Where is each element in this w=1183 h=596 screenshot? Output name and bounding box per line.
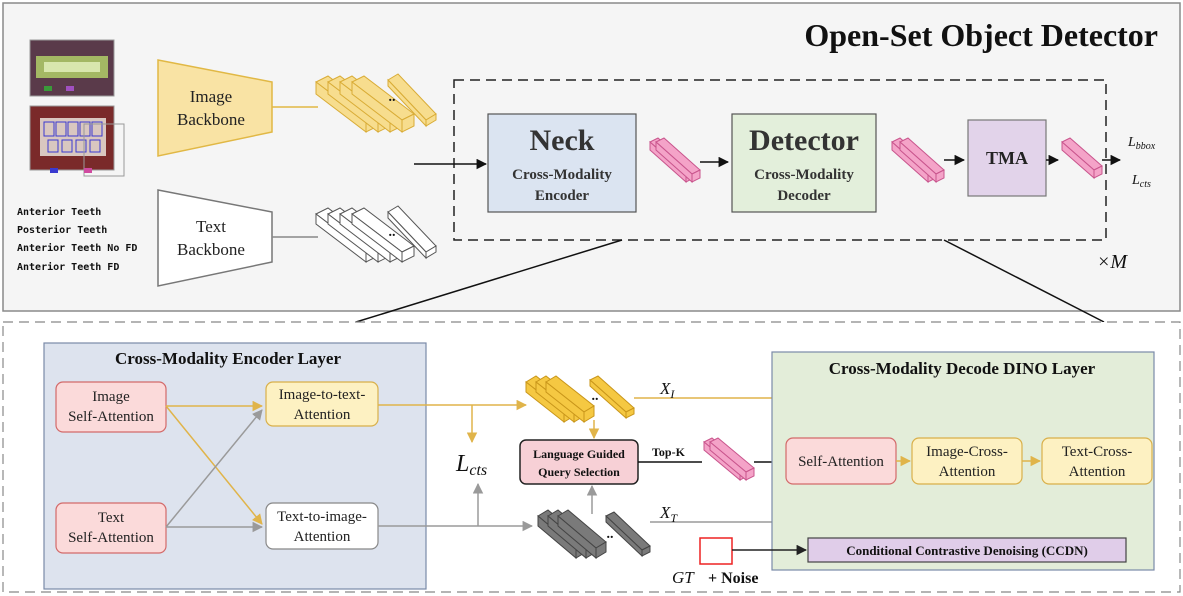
text-cross-2: Attention xyxy=(1069,464,1126,480)
neck-sub-1: Cross-Modality xyxy=(512,167,612,183)
loss-cts-top: Lcts xyxy=(1131,173,1151,190)
detector-sub-2: Decoder xyxy=(777,188,831,204)
query-feature-stack-bottom xyxy=(703,437,755,482)
image-to-text-2: Attention xyxy=(294,407,351,423)
query-feature-single xyxy=(1061,137,1103,180)
text-backbone xyxy=(157,189,273,287)
image-cross-1: Image-Cross- xyxy=(926,444,1008,460)
decoder-layer-title: Cross-Modality Decode DINO Layer xyxy=(829,359,1096,378)
text-self-attention-1: Text xyxy=(98,510,125,526)
lgqs-label-2: Query Selection xyxy=(538,465,620,479)
repeat-label: ×M xyxy=(1097,251,1128,273)
neck-box xyxy=(487,113,637,213)
text-backbone-label-2: Backbone xyxy=(177,240,245,259)
lgqs-label-1: Language Guided xyxy=(533,447,625,461)
x-i-label: XI xyxy=(659,379,675,401)
image-backbone-label-1: Image xyxy=(190,87,232,106)
text-prompt-1: Posterior Teeth xyxy=(17,224,107,236)
image-self-attention-1: Image xyxy=(92,389,130,405)
image-backbone-label-2: Backbone xyxy=(177,110,245,129)
repeat-block xyxy=(453,79,1107,241)
loss-cts-bottom: Lcts xyxy=(455,451,487,479)
encoder-layer-title: Cross-Modality Encoder Layer xyxy=(115,349,341,368)
gt-box xyxy=(699,537,733,565)
noise-label: + Noise xyxy=(708,570,758,587)
detector-box xyxy=(731,113,877,213)
ccdn-box xyxy=(807,537,1127,563)
topk-label: Top-K xyxy=(652,445,686,459)
tma-box xyxy=(967,119,1047,197)
text-self-attention-2: Self-Attention xyxy=(68,530,154,546)
text-self-attention xyxy=(55,502,167,554)
text-cross-1: Text-Cross- xyxy=(1062,444,1133,460)
text-backbone-label-1: Text xyxy=(196,217,226,236)
text-to-image-1: Text-to-image- xyxy=(277,509,367,525)
text-prompt-3: Anterior Teeth FD xyxy=(17,261,119,273)
text-to-image-2: Attention xyxy=(294,529,351,545)
image-self-attention-2: Self-Attention xyxy=(68,409,154,425)
image-to-text-attention xyxy=(265,381,379,427)
decoder-self-attention-label: Self-Attention xyxy=(798,454,884,470)
neck-sub-2: Encoder xyxy=(535,188,590,204)
image-feature-stack-bottom xyxy=(525,375,635,424)
neck-title: Neck xyxy=(530,124,595,157)
query-feature-stack-1 xyxy=(649,137,701,184)
text-feature-bottom-dots: .. xyxy=(607,527,614,542)
gt-label: GT xyxy=(672,568,695,587)
text-prompt-0: Anterior Teeth xyxy=(17,206,101,218)
tma-label: TMA xyxy=(986,148,1028,168)
dental-image-2 xyxy=(29,105,125,177)
text-prompt-2: Anterior Teeth No FD xyxy=(17,242,137,254)
ccdn-label: Conditional Contrastive Denoising (CCDN) xyxy=(846,543,1088,558)
query-feature-stack-2 xyxy=(891,137,945,184)
text-feature-stack-top xyxy=(315,205,437,264)
image-feature-dots: .. xyxy=(389,90,396,105)
text-feature-dots: .. xyxy=(389,225,396,240)
loss-bbox: Lbbox xyxy=(1127,135,1156,152)
x-t-label: XT xyxy=(659,503,678,525)
dental-image-1 xyxy=(29,39,115,97)
panel-title: Open-Set Object Detector xyxy=(804,17,1158,53)
text-feature-stack-bottom xyxy=(537,509,651,560)
image-cross-2: Attention xyxy=(939,464,996,480)
image-backbone xyxy=(157,59,273,157)
text-cross-attention xyxy=(1041,437,1153,485)
detector-title: Detector xyxy=(749,124,859,157)
image-to-text-1: Image-to-text- xyxy=(279,387,366,403)
image-feature-bottom-dots: .. xyxy=(592,389,599,404)
image-feature-stack-top xyxy=(315,73,437,134)
detector-sub-1: Cross-Modality xyxy=(754,167,854,183)
